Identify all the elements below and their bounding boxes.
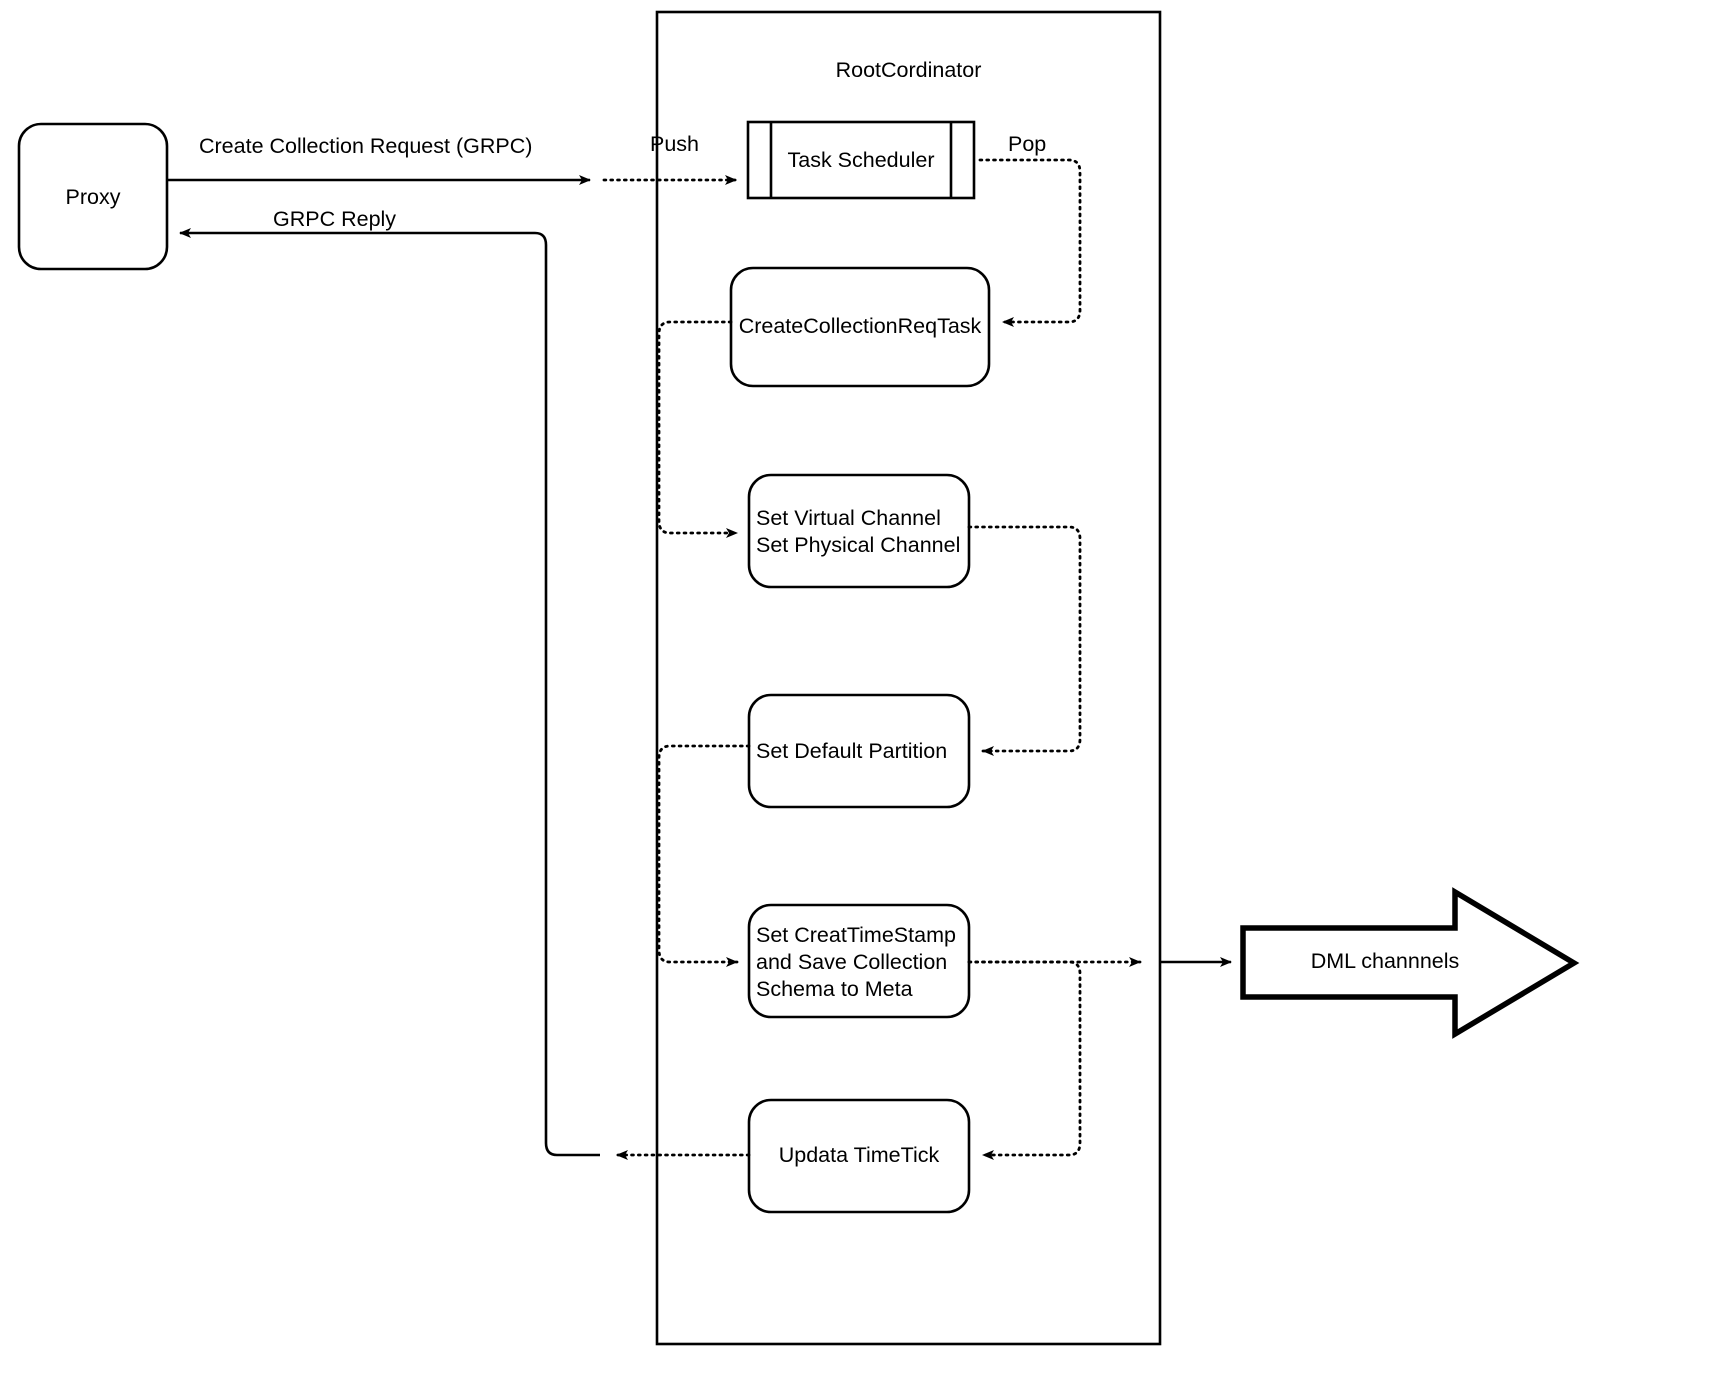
update-timetick-shape[interactable] [747,1098,971,1214]
edge-createtimestamp-to-timetick [967,960,1082,1160]
edge-task-to-set-channels [657,320,739,538]
dml-channels-shape[interactable] [1240,887,1580,1039]
edge-set-channels-to-default-partition [967,525,1082,756]
edge-label-push: Push [650,132,700,156]
edge-grpc-reply [179,228,600,1157]
set-createtimestamp-shape[interactable] [747,903,971,1019]
edge-label-pop: Pop [1008,132,1047,156]
edge-default-partition-to-createtimestamp [657,744,751,967]
set-default-partition-shape[interactable] [747,693,971,809]
task-scheduler-shape[interactable] [746,120,976,200]
edge-label-create-collection-request: Create Collection Request (GRPC) [199,134,533,158]
set-channels-shape[interactable] [747,473,971,589]
edge-pop [978,158,1082,327]
edge-label-grpc-reply: GRPC Reply [273,207,397,231]
proxy-node-shape[interactable] [17,122,169,271]
create-collection-req-task-shape[interactable] [729,266,991,388]
